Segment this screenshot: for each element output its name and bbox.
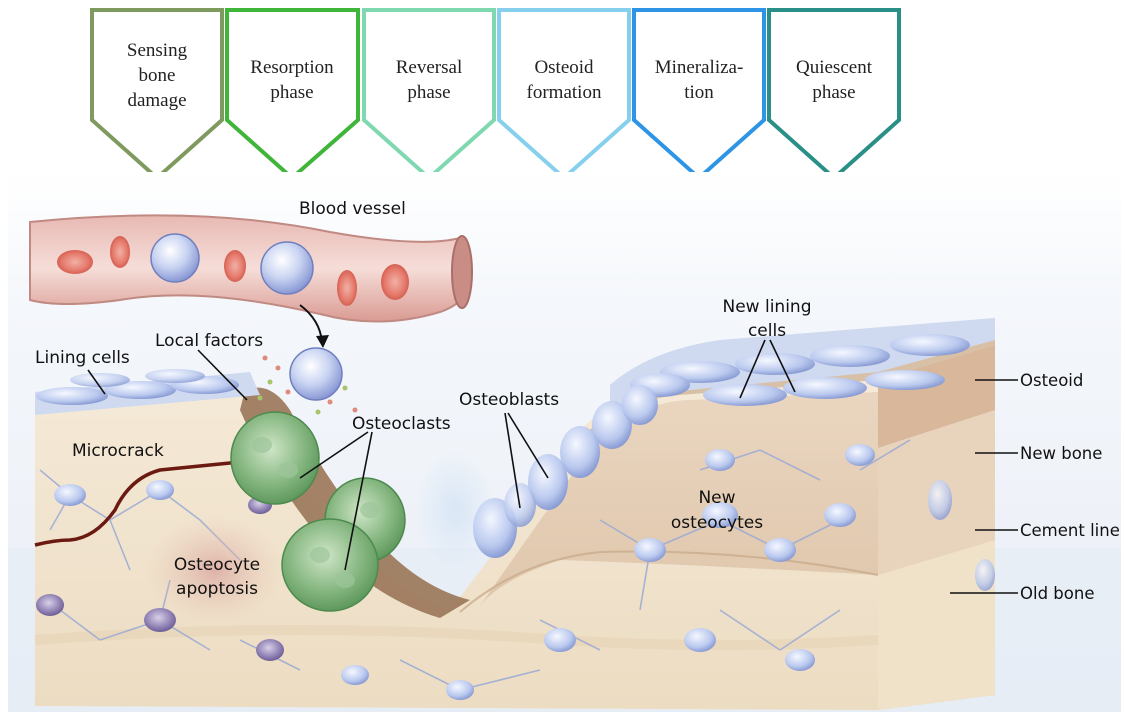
phase-label-line: tion: [684, 82, 714, 103]
osteocyte-cell: [256, 639, 284, 661]
osteocyte-cell: [785, 649, 815, 671]
label-new-bone: New bone: [1020, 444, 1102, 463]
osteocyte-cell: [845, 444, 875, 466]
osteocyte-cell: [705, 449, 735, 471]
phase-badge-resorption: Resorption phase: [227, 10, 358, 178]
lining-cell: [36, 387, 108, 405]
phase-label-line: Mineraliza-: [655, 57, 744, 78]
osteocyte-cell: [146, 480, 174, 500]
osteoclast-nucleus: [278, 462, 298, 478]
factor-dot: [353, 408, 358, 413]
phase-badge-mineralization: Mineraliza- tion: [634, 10, 764, 178]
osteocyte-cell: [36, 594, 64, 616]
white-blood-cell: [151, 234, 199, 282]
label-new-lining-cells-line2: cells: [748, 321, 786, 341]
label-blood-vessel: Blood vessel: [299, 199, 406, 219]
vessel-opening: [452, 236, 472, 308]
lining-cell: [810, 345, 890, 367]
phase-badge-reversal: Reversal phase: [364, 10, 494, 178]
factor-dot: [263, 356, 268, 361]
phase-label-line: bone: [139, 65, 176, 86]
factor-dot: [328, 400, 333, 405]
lining-cell: [145, 369, 205, 383]
red-blood-cell: [110, 236, 130, 268]
label-osteoclasts: Osteoclasts: [352, 414, 451, 434]
osteocyte-cell: [446, 680, 474, 700]
osteocyte-cell: [341, 665, 369, 685]
osteoclast-nucleus: [310, 547, 330, 563]
label-cement-line: Cement line: [1020, 521, 1120, 540]
osteoclast-cell: [231, 412, 319, 504]
phase-label-line: Sensing: [127, 40, 188, 61]
phase-label-line: phase: [270, 82, 313, 103]
phase-banner: Sensing bone damage Resorption phase Rev…: [92, 10, 899, 178]
phase-label-line: Osteoid: [534, 57, 594, 78]
lining-cell: [890, 334, 970, 356]
label-lining-cells: Lining cells: [35, 348, 130, 368]
osteocyte-cell: [824, 503, 856, 527]
phase-label-line: Resorption: [250, 57, 334, 78]
red-blood-cell: [224, 250, 246, 282]
lining-cell: [865, 370, 945, 390]
osteoclast-nucleus: [335, 572, 355, 588]
osteoblast-glow: [415, 450, 495, 570]
phase-label-line: Reversal: [396, 57, 462, 78]
label-osteocyte-apoptosis-line1: Osteocyte: [174, 555, 260, 575]
red-blood-cell: [381, 264, 409, 300]
factor-dot: [286, 390, 291, 395]
osteocyte-cell: [544, 628, 576, 652]
factor-dot: [276, 366, 281, 371]
osteoblast-cell: [622, 385, 658, 425]
osteoclast-cell: [282, 519, 378, 611]
label-osteocyte-apoptosis-line2: apoptosis: [176, 579, 258, 599]
factor-dot: [343, 386, 348, 391]
factor-dot: [268, 380, 273, 385]
osteocyte-cell: [54, 484, 86, 506]
factor-dot: [316, 410, 321, 415]
osteocyte-cell: [684, 628, 716, 652]
osteocyte-cell: [928, 480, 952, 520]
phase-label-line: formation: [527, 82, 602, 103]
phase-badge-osteoid-formation: Osteoid formation: [499, 10, 629, 178]
osteocyte-cell: [975, 559, 995, 591]
osteocyte-cell: [764, 538, 796, 562]
phase-label-line: phase: [407, 82, 450, 103]
lining-cell: [735, 353, 815, 375]
phase-badge-quiescent: Quiescent phase: [769, 10, 899, 178]
label-old-bone: Old bone: [1020, 584, 1094, 603]
lining-cell: [783, 377, 867, 399]
label-local-factors: Local factors: [155, 331, 263, 351]
lining-cell: [70, 373, 130, 387]
phase-badge-sensing: Sensing bone damage: [92, 10, 222, 178]
label-new-osteocytes-line2: osteocytes: [671, 513, 763, 533]
osteocyte-cell: [634, 538, 666, 562]
label-osteoid: Osteoid: [1020, 371, 1083, 390]
phase-label-line: Quiescent: [796, 57, 873, 78]
factor-dot: [258, 396, 263, 401]
phase-label-line: phase: [812, 82, 855, 103]
label-osteoblasts: Osteoblasts: [459, 390, 559, 410]
label-new-lining-cells-line1: New lining: [723, 297, 812, 317]
migrating-precursor-cell: [290, 348, 342, 400]
red-blood-cell: [337, 270, 357, 306]
osteoclast-nucleus: [360, 502, 380, 518]
label-microcrack: Microcrack: [72, 441, 164, 461]
red-blood-cell: [57, 250, 93, 274]
white-blood-cell: [261, 242, 313, 294]
label-new-osteocytes-line1: New: [698, 488, 735, 508]
osteoclast-nucleus: [252, 437, 272, 453]
phase-label-line: damage: [127, 90, 186, 111]
